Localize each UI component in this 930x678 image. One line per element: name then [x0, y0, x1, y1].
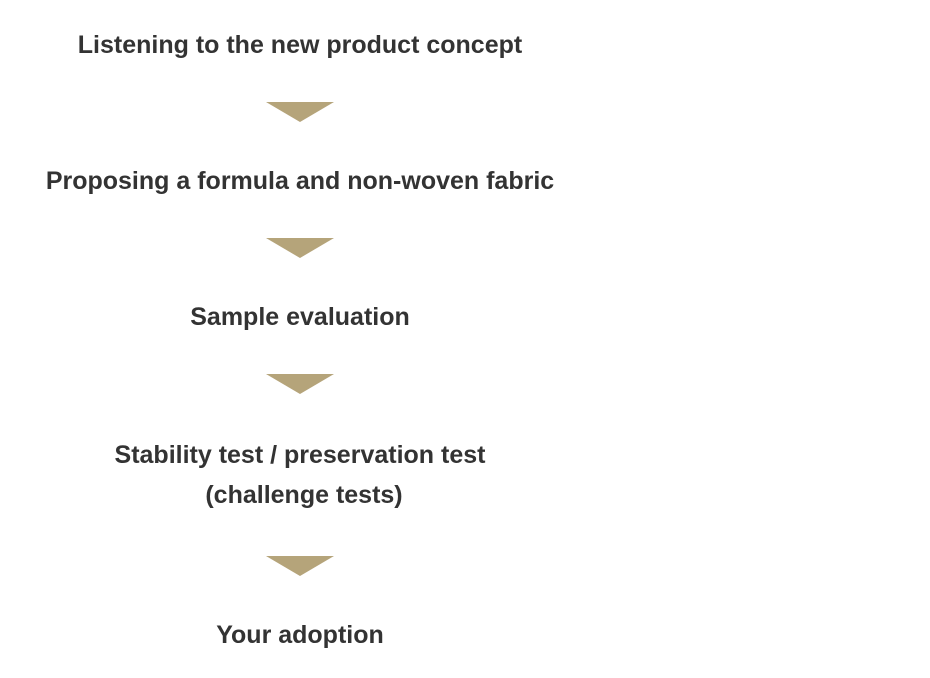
step-stability-test: Stability test / preservation test: [114, 441, 486, 469]
step-listening: Listening to the new product concept: [77, 31, 523, 59]
step-sample-evaluation: Sample evaluation: [190, 303, 410, 331]
arrow-down-icon: [266, 374, 334, 394]
arrow-down-icon: [266, 102, 334, 122]
step-stability-test-note: (challenge tests): [205, 481, 403, 509]
step-proposing: Proposing a formula and non-woven fabric: [45, 167, 555, 195]
step-adoption: Your adoption: [216, 621, 384, 649]
arrow-down-icon: [266, 556, 334, 576]
arrow-down-icon: [266, 238, 334, 258]
